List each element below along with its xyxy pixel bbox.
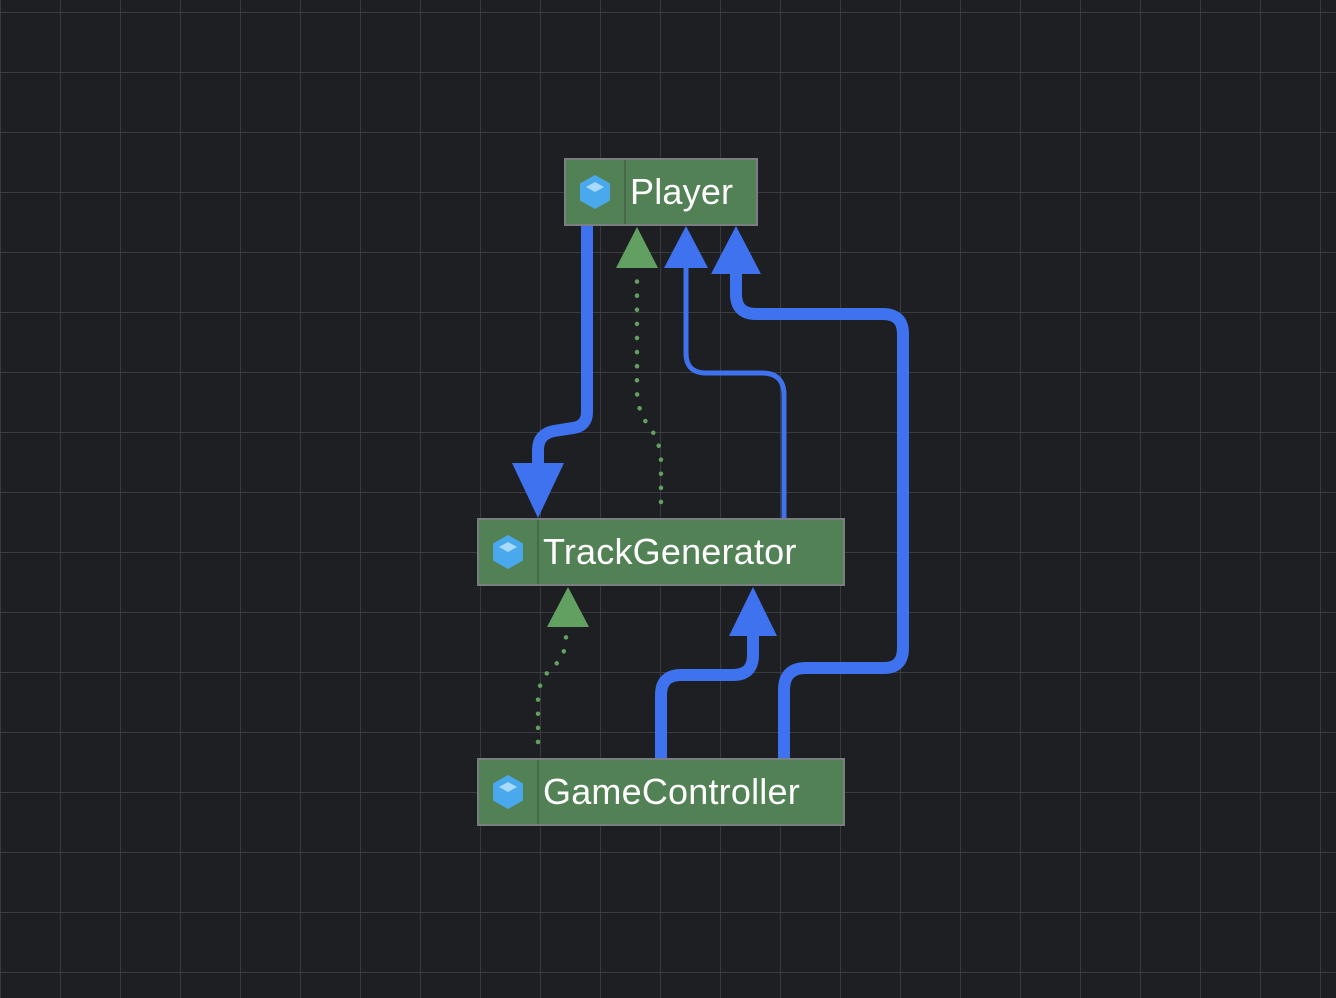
arrowhead-up-blue-trackgenerator <box>729 587 777 636</box>
arrowhead-up-green-trackgenerator <box>547 587 589 627</box>
class-cube-icon <box>580 175 610 209</box>
edge-gamecontroller-to-trackgenerator[interactable] <box>655 630 759 758</box>
node-icon-cell <box>566 160 626 224</box>
arrowhead-up-green-player <box>616 227 658 268</box>
node-gamecontroller[interactable]: GameController <box>477 758 845 826</box>
class-cube-icon <box>493 775 523 809</box>
arrowhead-up-blue-player-right <box>711 226 761 274</box>
node-label: Player <box>630 171 734 212</box>
edge-player-to-trackgenerator[interactable] <box>532 226 593 470</box>
node-label: GameController <box>543 771 800 812</box>
node-player[interactable]: Player <box>564 158 758 226</box>
node-icon-cell <box>479 520 539 584</box>
edge-trackgenerator-to-player-dotted[interactable] <box>634 265 664 505</box>
class-cube-icon <box>493 535 523 569</box>
edge-trackgenerator-to-player-thin[interactable] <box>683 262 787 518</box>
node-label: TrackGenerator <box>543 531 797 572</box>
node-icon-cell <box>479 760 539 824</box>
node-trackgenerator[interactable]: TrackGenerator <box>477 518 845 586</box>
edge-gamecontroller-to-trackgenerator-dotted[interactable] <box>535 625 569 745</box>
arrowhead-down-trackgenerator <box>512 463 564 518</box>
edge-gamecontroller-to-player[interactable] <box>730 268 909 758</box>
arrowhead-up-blue-player-left <box>664 226 708 268</box>
